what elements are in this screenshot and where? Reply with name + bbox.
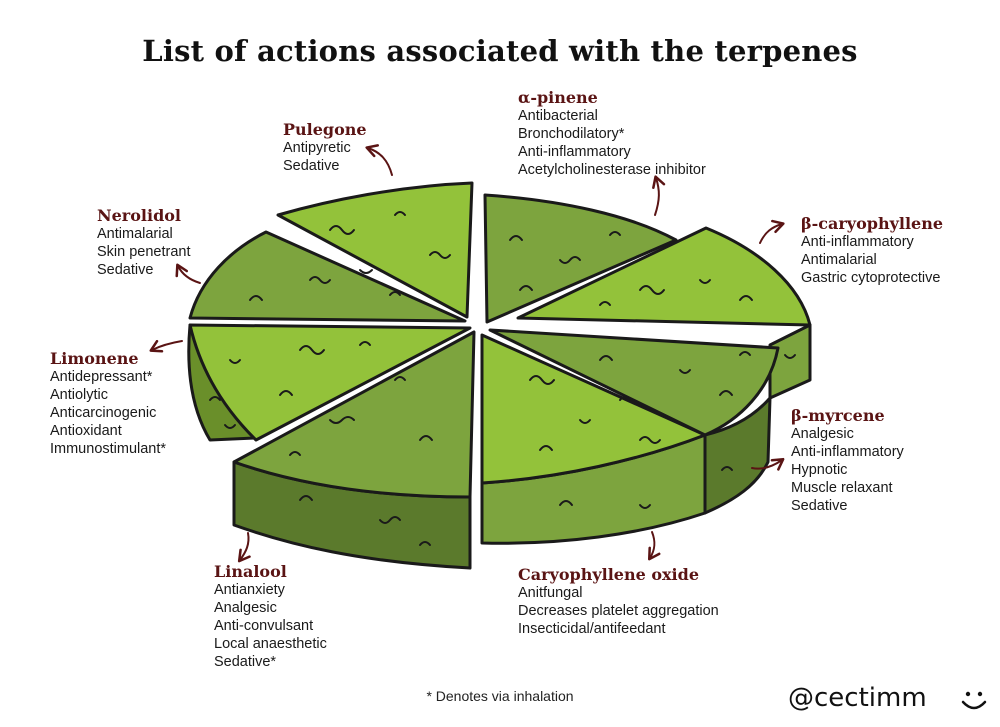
terpene-action: Insecticidal/antifeedant: [518, 621, 666, 637]
author-handle: @cectimm: [788, 683, 927, 713]
terpene-action: Antimalarial: [801, 252, 877, 268]
terpene-action: Local anaesthetic: [214, 636, 327, 652]
slice-caryophyllene: [516, 226, 812, 327]
label-pulegone: Pulegone Antipyretic Sedative: [283, 120, 367, 175]
arrow-caryophyllene-oxide: [647, 531, 661, 561]
terpene-action: Antimalarial: [97, 226, 173, 242]
terpene-action: Sedative*: [214, 654, 277, 670]
slice-pulegone: [276, 181, 474, 319]
terpene-action: Antibacterial: [518, 108, 598, 124]
terpene-action: Anitfungal: [518, 585, 583, 601]
terpene-action: Analgesic: [791, 426, 854, 442]
terpene-action: Gastric cytoprotective: [801, 270, 941, 286]
arrow-alpha-pinene: [652, 175, 666, 216]
slice-linalool: [232, 330, 476, 499]
terpene-action: Sedative: [283, 158, 340, 174]
label-beta-caryophyllene: β-caryophyllene Anti-inflammatory Antima…: [801, 214, 943, 287]
label-linalool: Linalool Antianxiety Analgesic Anti-conv…: [214, 562, 327, 671]
terpene-action: Hypnotic: [791, 462, 848, 478]
terpene-name: Caryophyllene oxide: [518, 565, 699, 584]
terpene-action: Antioxidant: [50, 423, 122, 439]
terpene-action: Immunostimulant*: [50, 441, 167, 457]
label-limonene: Limonene Antidepressant* Antiolytic Anti…: [50, 349, 166, 458]
terpene-action: Anti-convulsant: [214, 618, 314, 634]
pie-side-walls: [187, 323, 812, 570]
terpene-name: Limonene: [50, 349, 139, 368]
terpene-action: Decreases platelet aggregation: [518, 603, 719, 619]
terpene-name: β-caryophyllene: [801, 214, 944, 233]
label-arrows: [149, 144, 785, 563]
terpene-action: Sedative: [791, 498, 848, 514]
label-beta-myrcene: β-myrcene Analgesic Anti-inflammatory Hy…: [791, 406, 904, 515]
terpene-action: Antianxiety: [214, 582, 285, 598]
arrow-pulegone: [365, 144, 393, 176]
terpene-action: Anti-inflammatory: [791, 444, 904, 460]
slice-caryophyllene-oxide: [480, 333, 707, 485]
terpene-action: Anti-inflammatory: [801, 234, 914, 250]
slice-limonene: [188, 323, 472, 442]
arrow-linalool: [237, 532, 251, 563]
footnote: * Denotes via inhalation: [426, 688, 574, 704]
label-nerolidol: Nerolidol Antimalarial Skin penetrant Se…: [97, 206, 191, 279]
terpene-name: Pulegone: [283, 120, 367, 139]
arrow-limonene: [149, 339, 183, 353]
terpene-action: Analgesic: [214, 600, 277, 616]
terpene-action: Skin penetrant: [97, 244, 191, 260]
arrow-nerolidol: [175, 263, 201, 284]
terpene-action: Muscle relaxant: [791, 480, 893, 496]
label-caryophyllene-oxide: Caryophyllene oxide Anitfungal Decreases…: [518, 565, 719, 638]
terpene-action: Anti-inflammatory: [518, 144, 631, 160]
terpene-action: Acetylcholinesterase inhibitor: [518, 162, 706, 178]
terpene-action: Antipyretic: [283, 140, 351, 156]
terpene-name: Nerolidol: [97, 206, 181, 225]
label-alpha-pinene: α-pinene Antibacterial Bronchodilatory* …: [518, 88, 706, 179]
terpene-name: β-myrcene: [791, 406, 885, 425]
arrow-caryophyllene: [759, 219, 785, 244]
terpene-action: Anticarcinogenic: [50, 405, 157, 421]
terpene-name: α-pinene: [518, 88, 598, 107]
slice-myrcene: [488, 328, 780, 437]
terpene-action: Sedative: [97, 262, 154, 278]
terpene-name: Linalool: [214, 562, 287, 581]
pie-texture: [209, 211, 796, 546]
slice-nerolidol: [188, 230, 467, 323]
terpene-action: Antidepressant*: [50, 369, 153, 385]
terpene-action: Bronchodilatory*: [518, 126, 625, 142]
smiley-icon: [961, 691, 987, 710]
page-title: List of actions associated with the terp…: [142, 34, 858, 68]
arrow-myrcene: [751, 457, 785, 471]
terpene-action: Antiolytic: [50, 387, 109, 403]
